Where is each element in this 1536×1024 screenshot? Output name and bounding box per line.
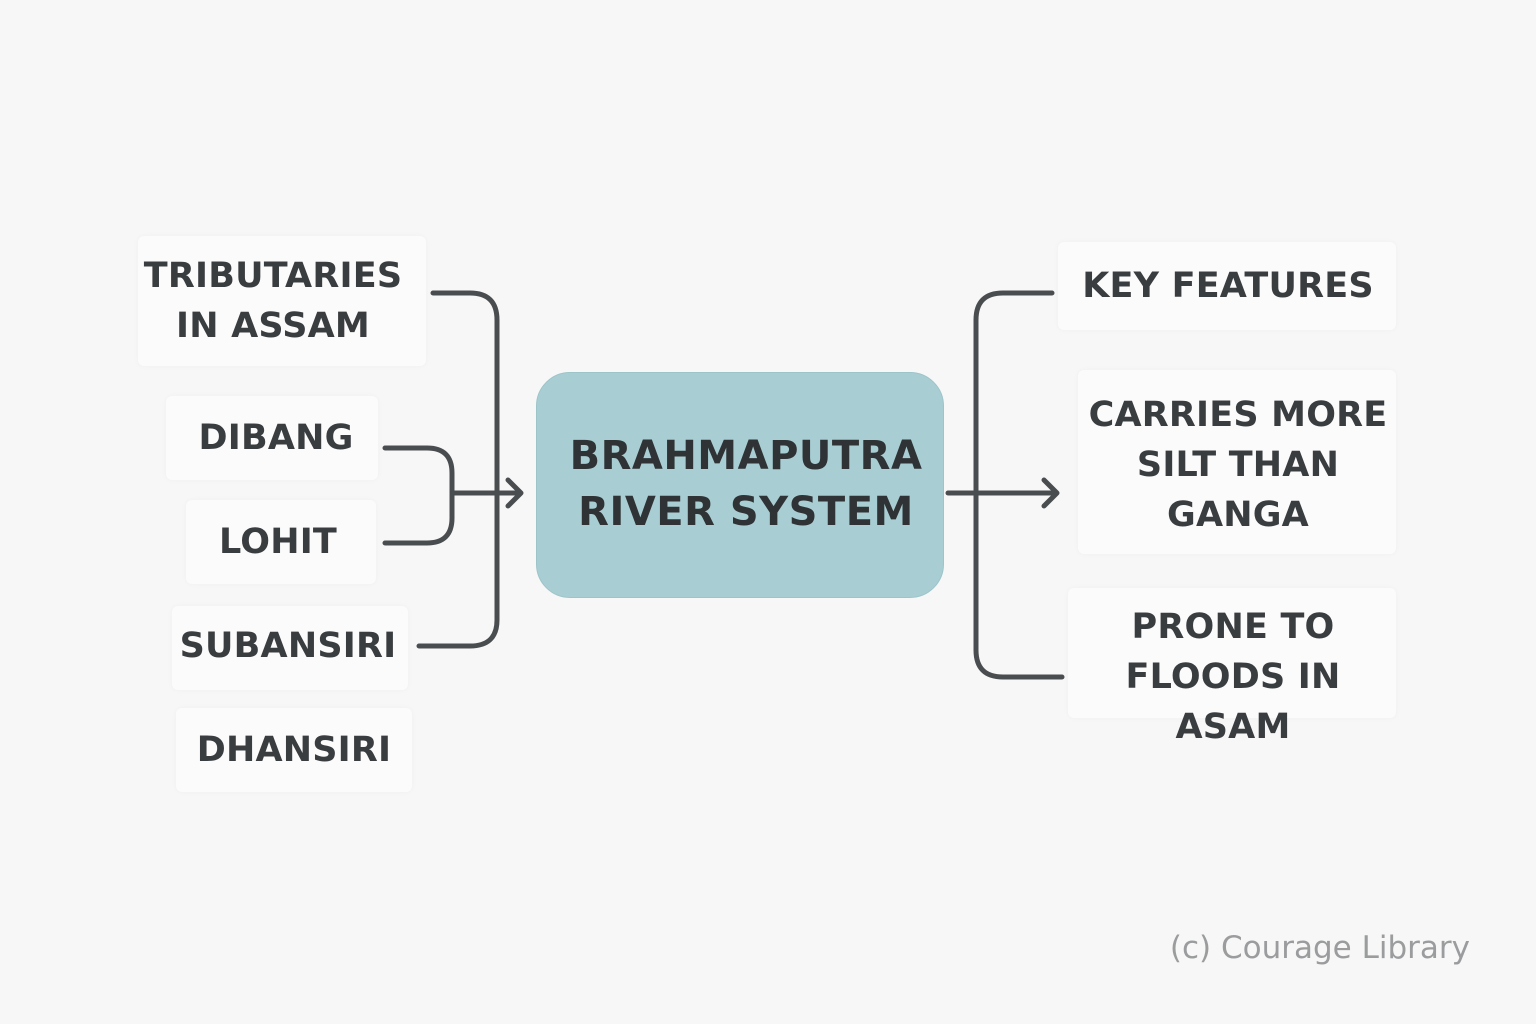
left-bracket-inner (382, 445, 455, 546)
card-dibang (166, 396, 378, 480)
left-arrow-head (505, 477, 524, 509)
right-bracket (973, 290, 1065, 680)
center-node (536, 372, 944, 598)
copyright-text: (c) Courage Library (1169, 930, 1470, 966)
node-prone-to-floods: PRONE TO FLOODS IN ASAM (1125, 607, 1341, 747)
card-dhansiri (176, 708, 412, 792)
node-key-features: KEY FEATURES (1082, 266, 1374, 306)
card-tributaries (138, 236, 426, 366)
card-silt (1078, 370, 1396, 554)
node-tributaries-in-assam: TRIBUTARIES IN ASSAM (143, 256, 403, 346)
node-lohit: LOHIT (219, 522, 337, 562)
card-key-features (1058, 242, 1396, 330)
card-floods (1068, 588, 1396, 718)
center-node-label: BRAHMAPUTRA RIVER SYSTEM (569, 433, 923, 535)
right-arrow-head (1041, 477, 1060, 509)
node-subansiri: SUBANSIRI (179, 626, 397, 666)
node-carries-more-silt: CARRIES MORE SILT THAN GANGA (1088, 395, 1388, 535)
left-bracket-outer (416, 290, 500, 649)
node-dhansiri: DHANSIRI (196, 730, 392, 770)
card-subansiri (172, 606, 408, 690)
node-dibang: DIBANG (198, 418, 354, 458)
card-lohit (186, 500, 376, 584)
